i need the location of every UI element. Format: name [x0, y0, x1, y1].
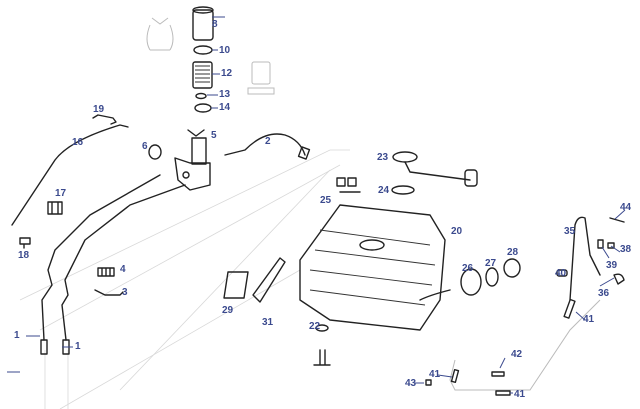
- callout-28: 28: [507, 247, 519, 258]
- bush-17-drawing: [47, 201, 63, 215]
- callout-38: 38: [620, 244, 632, 255]
- callout-1: 1: [75, 341, 81, 352]
- callout-23: 23: [377, 152, 389, 163]
- fuel-tank-drawing: [299, 204, 451, 331]
- callout-2: 2: [265, 136, 271, 147]
- pad-29-drawing: [223, 271, 249, 299]
- callout-39: 39: [606, 260, 618, 271]
- clip-18-drawing: [19, 237, 31, 249]
- grommet-26-drawing: [460, 268, 482, 296]
- bracket-3-drawing: [94, 289, 124, 296]
- callout-26: 26: [462, 263, 474, 274]
- plug-22-drawing: [313, 349, 331, 366]
- callout-36: 36: [598, 288, 610, 299]
- callout-40: 40: [555, 268, 567, 279]
- callout-44: 44: [620, 202, 632, 213]
- callout-5: 5: [211, 130, 217, 141]
- banjo-36-drawing: [613, 273, 625, 285]
- washers-44-drawing: [609, 217, 625, 223]
- callout-16: 16: [72, 137, 84, 148]
- clip-19-drawing: [92, 114, 117, 125]
- sleeve-39-drawing: [597, 239, 604, 249]
- fuel-lines-drawing: [40, 174, 186, 355]
- callout-42: 42: [511, 349, 523, 360]
- callout-3: 3: [122, 287, 128, 298]
- callout-19: 19: [93, 104, 105, 115]
- block-40-drawing: [556, 269, 568, 277]
- callout-24: 24: [378, 185, 390, 196]
- vent-rod-drawing: [11, 124, 129, 226]
- callout-18: 18: [18, 250, 30, 261]
- callout-17: 17: [55, 188, 67, 199]
- grommet-6-drawing: [148, 144, 162, 160]
- callout-20: 20: [451, 226, 463, 237]
- hose-41-upper-drawing: [563, 298, 576, 319]
- seal-27-drawing: [485, 267, 499, 287]
- callout-25: 25: [320, 195, 332, 206]
- callout-27: 27: [485, 258, 497, 269]
- sender-arm: [404, 161, 471, 181]
- callout-6: 6: [142, 141, 148, 152]
- callout-41: 41: [583, 314, 595, 325]
- callout-12: 12: [221, 68, 233, 79]
- nut-43-drawing: [425, 379, 432, 386]
- callout-31: 31: [262, 317, 274, 328]
- callout-41: 41: [429, 369, 441, 380]
- gasket-24-drawing: [391, 185, 415, 195]
- callout-14: 14: [219, 102, 231, 113]
- sender-23-drawing: [392, 151, 418, 163]
- callout-10: 10: [219, 45, 231, 56]
- leader-lines: [7, 16, 626, 394]
- callout-29: 29: [222, 305, 234, 316]
- callout-41: 41: [514, 389, 526, 400]
- callout-35: 35: [564, 226, 576, 237]
- vent-pipe-drawing: [569, 216, 601, 301]
- clip-42-drawing: [491, 371, 505, 377]
- cap-28-drawing: [503, 258, 521, 278]
- pad-31-drawing: [252, 257, 286, 303]
- callout-43: 43: [405, 378, 417, 389]
- filter-assembly: [146, 6, 275, 113]
- clip-4-drawing: [97, 267, 115, 277]
- guide-lines: [19, 149, 350, 409]
- clamps-25-drawing: [336, 177, 361, 193]
- callout-22: 22: [309, 321, 321, 332]
- callout-13: 13: [219, 89, 231, 100]
- callout-4: 4: [120, 264, 126, 275]
- callout-1: 1: [14, 330, 20, 341]
- callout-8: 8: [212, 19, 218, 30]
- fuel-pump-drawing: [174, 129, 211, 191]
- flex-hose-drawing: [224, 133, 306, 156]
